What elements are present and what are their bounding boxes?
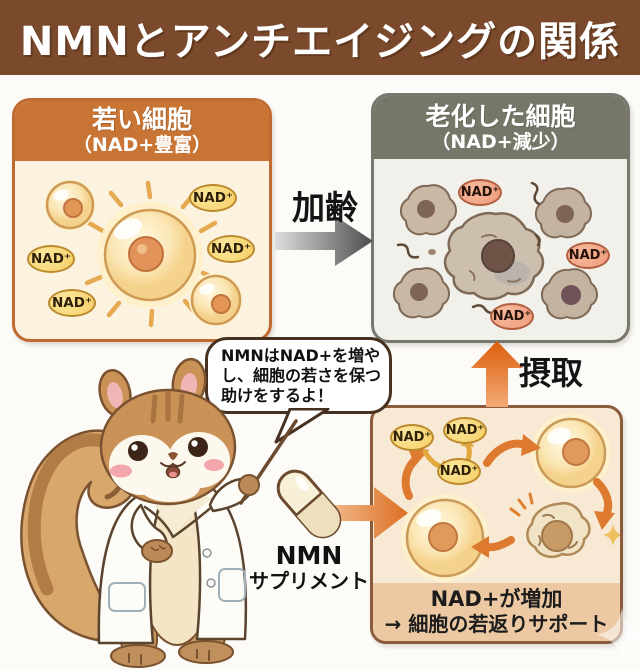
sparkle-icon: [603, 524, 620, 546]
aged-cell-small-2: [535, 187, 592, 239]
coat-pocket: [218, 568, 246, 602]
title-bar: NMNとアンチエイジングの関係: [0, 0, 640, 75]
coat-button: [202, 548, 212, 558]
blush: [204, 459, 224, 471]
aged-panel-subtitle: （NAD+減少）: [431, 130, 570, 153]
page-title: NMNとアンチエイジングの関係: [19, 18, 621, 65]
nad-badge: NAD⁺: [437, 458, 481, 485]
aged-cells-illustration: [393, 181, 598, 322]
capsule-icon: [276, 469, 342, 539]
coat-pocket: [108, 582, 146, 612]
squirrel-eye: [128, 441, 148, 461]
supplement-label: NMN サプリメント: [243, 542, 375, 594]
young-panel-subtitle: （NAD+豊富）: [72, 134, 212, 156]
nad-badge: NAD⁺: [207, 235, 255, 263]
speech-line-3: 助けをするよ！: [221, 386, 334, 405]
young-cells-illustration: [44, 179, 243, 328]
speech-line-2: し、細胞の若さを保つ: [221, 366, 382, 385]
nad-badge: NAD⁺: [490, 303, 534, 330]
young-cell-small-2: [189, 273, 243, 327]
squirrel-paw: [238, 474, 260, 496]
result-panel: NAD⁺ NAD⁺ NAD⁺ NAD+が増加 → 細胞の若返りサポート: [370, 405, 623, 644]
nad-badge: NAD⁺: [458, 179, 502, 206]
nad-badge: NAD⁺: [566, 242, 610, 269]
result-cell-recovering: [526, 502, 591, 559]
result-caption: NAD+が増加 → 細胞の若返りサポート: [373, 583, 620, 641]
squirrel-head: [98, 357, 237, 506]
squirrel-mascot: [20, 357, 298, 668]
aged-cell-central: [443, 212, 545, 301]
aging-arrow-label: 加齢: [292, 188, 358, 227]
squirrel-eye: [188, 437, 208, 457]
young-cell-small-1: [44, 179, 96, 231]
debris-dot: [428, 249, 436, 255]
young-cells-panel: 若い細胞 （NAD+豊富）: [12, 98, 272, 342]
supplement-name: NMN: [275, 541, 343, 570]
aged-cell-small-3: [393, 267, 450, 319]
young-panel-header: 若い細胞 （NAD+豊富）: [15, 101, 269, 161]
burst-marks: [509, 492, 534, 517]
supplement-type: サプリメント: [249, 569, 369, 593]
speech-line-1: NMNはNAD+を増や: [221, 346, 381, 365]
nad-badge: NAD⁺: [189, 184, 237, 212]
aged-cells-panel: 老化した細胞 （NAD+減少）: [371, 93, 630, 343]
coat-button: [206, 578, 216, 588]
squirrel-feet: [110, 640, 234, 668]
young-cell-central: [97, 202, 203, 308]
aged-cell-small-4: [541, 268, 598, 320]
nad-badge: NAD⁺: [27, 245, 75, 273]
result-caption-line1: NAD+が増加: [430, 587, 563, 611]
squirrel-nose: [168, 452, 178, 460]
speech-bubble: NMNはNAD+を増や し、細胞の若さを保つ 助けをするよ！: [205, 337, 392, 414]
result-cell-big: [401, 494, 489, 582]
intake-arrow-icon: [471, 341, 523, 407]
result-caption-line2: → 細胞の若返りサポート: [384, 612, 609, 636]
result-cell-top: [531, 413, 611, 493]
nad-badge: NAD⁺: [48, 289, 96, 317]
supplement-arrow-icon: [328, 487, 408, 539]
young-panel-title: 若い細胞: [91, 105, 192, 134]
aging-arrow-icon: [275, 216, 373, 266]
result-illustration: [401, 413, 620, 582]
nad-badge: NAD⁺: [390, 424, 434, 451]
head-stripes: [150, 390, 185, 424]
nad-badge: NAD⁺: [443, 417, 487, 444]
aged-cell-small-1: [400, 184, 457, 236]
sparkle-watermark: [597, 608, 640, 662]
aged-panel-title: 老化した細胞: [425, 101, 576, 131]
cycle-arrows: [401, 434, 615, 558]
lab-coat: [97, 477, 253, 645]
aged-panel-header: 老化した細胞 （NAD+減少）: [374, 96, 627, 159]
intake-arrow-label: 摂取: [519, 354, 584, 392]
blush: [110, 464, 132, 478]
